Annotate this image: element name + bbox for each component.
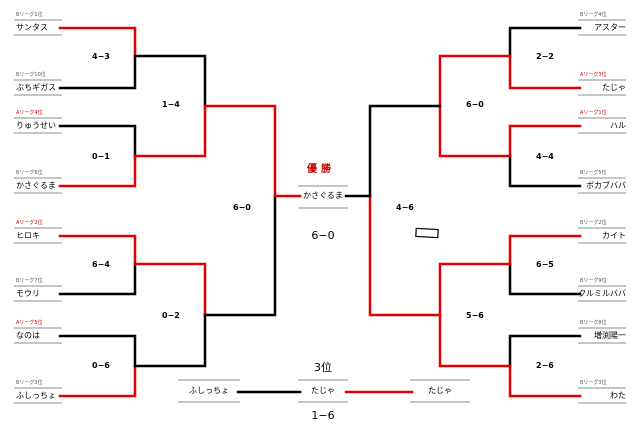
bracket-line (58, 154, 137, 188)
team-name: たじゃ (602, 83, 626, 92)
league-label: Bリーグ1位 (16, 12, 43, 18)
third-place-left-name: ふしっちょ (189, 386, 229, 395)
bracket-line (58, 234, 137, 266)
bracket-line (368, 194, 442, 317)
bracket-line (508, 54, 582, 90)
league-label: Bリーグ8位 (580, 320, 607, 326)
bracket-line (508, 234, 582, 266)
bracket-line (133, 313, 207, 368)
bracket-line (58, 364, 137, 398)
bracket-line (203, 104, 277, 198)
team-name: 増渕陽一 (594, 331, 626, 340)
bracket-line (508, 262, 582, 296)
match-score: 4−6 (396, 203, 414, 212)
match-score: 6−0 (466, 100, 484, 109)
match-score: 2−6 (536, 361, 554, 370)
bracket-line (203, 194, 277, 317)
team-name: なのは (16, 331, 40, 340)
match-score: 4−3 (92, 52, 110, 61)
league-label: Bリーグ9位 (580, 278, 607, 284)
league-label: Bリーグ3位 (580, 380, 607, 386)
team-name: ヒロキ (16, 231, 40, 240)
match-score: 5−6 (466, 311, 484, 320)
team-name: アスター (594, 23, 626, 32)
league-label: Bリーグ7位 (16, 278, 43, 284)
team-name: かさぐるま (16, 181, 56, 190)
match-score: 0−6 (92, 361, 110, 370)
bracket-line (368, 104, 442, 198)
team-name: ボカブババ (586, 181, 626, 190)
team-name: クルミルババ (578, 289, 626, 298)
team-name: ハル (610, 121, 626, 130)
team-name: ぶちギガス (16, 83, 57, 92)
third-place-right-name: たじゃ (428, 386, 452, 395)
league-label: Bリーグ3位 (16, 380, 43, 386)
champion-name: かさぐるま (303, 191, 343, 200)
match-score: 1−4 (162, 100, 180, 109)
league-label: Bリーグ2位 (580, 220, 607, 226)
final-score: 6−0 (311, 229, 335, 242)
league-label: Bリーグ5位 (580, 170, 607, 176)
team-name: カイト (602, 231, 626, 240)
match-score: 6−4 (92, 260, 110, 269)
team-name: サンタス (16, 23, 48, 32)
team-name: モウリ (16, 289, 40, 298)
bracket-line (58, 26, 137, 58)
bracket-line (58, 334, 137, 368)
bracket-line (133, 104, 207, 158)
match-score: 6−5 (536, 260, 554, 269)
bracket-line (508, 364, 582, 398)
team-name: わた (610, 391, 626, 400)
league-label: Aリーグ4位 (16, 110, 43, 116)
bracket-line (508, 26, 582, 58)
bracket-line (58, 124, 137, 158)
bracket-line (133, 54, 207, 108)
match-score: 0−2 (162, 311, 180, 320)
third-place-title: 3位 (314, 361, 332, 374)
bracket-line (438, 104, 512, 158)
league-label: Aリーグ5位 (16, 320, 43, 326)
bracket-line (438, 313, 512, 368)
league-label: Bリーグ4位 (580, 12, 607, 18)
league-label: Aリーグ1位 (580, 110, 607, 116)
bracket-line (508, 124, 582, 158)
third-place-score: 1−6 (311, 409, 335, 422)
league-label: Bリーグ10位 (16, 72, 46, 78)
bracket-line (58, 54, 137, 90)
champion-title: 優勝 (307, 164, 335, 175)
league-label: Aリーグ3位 (580, 72, 607, 78)
bracket-line (133, 262, 207, 317)
match-score: 2−2 (536, 52, 554, 61)
league-label: Aリーグ2位 (16, 220, 43, 226)
match-score: 6−0 (233, 203, 251, 212)
empty-box (415, 227, 439, 239)
team-name: りゅうせい (16, 121, 56, 130)
match-score: 4−4 (536, 152, 554, 161)
bracket-line (58, 262, 137, 296)
bracket-line (508, 154, 582, 188)
match-score: 0−1 (92, 152, 110, 161)
bracket-line (438, 54, 512, 108)
third-place-center-name: たじゃ (311, 386, 335, 395)
bracket-line (508, 334, 582, 368)
league-label: Bリーグ6位 (16, 170, 43, 176)
bracket-line (438, 262, 512, 317)
team-name: ふしっちょ (16, 391, 56, 400)
